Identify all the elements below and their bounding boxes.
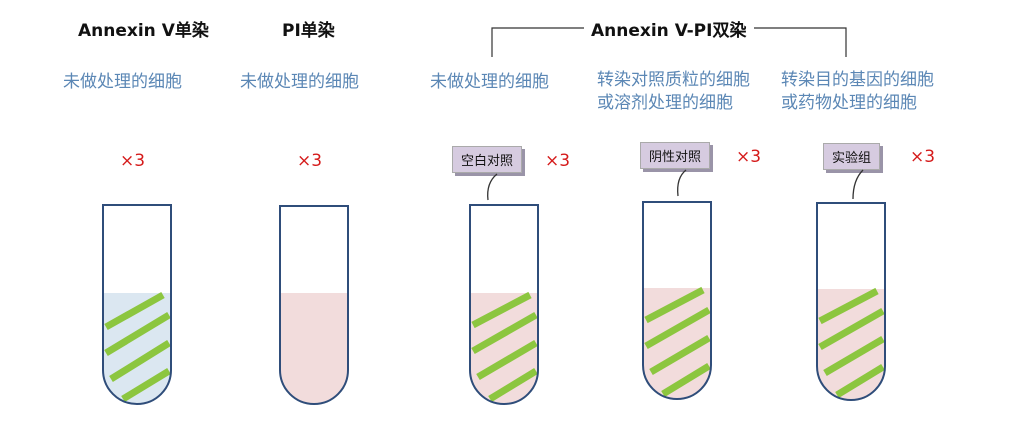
cells-desc-annexin: 未做处理的细胞 bbox=[63, 72, 182, 92]
cells-desc-blank: 未做处理的细胞 bbox=[430, 72, 549, 92]
replicate-count-negative: ×3 bbox=[736, 147, 762, 167]
tube-annexin-single bbox=[102, 204, 172, 405]
green-stripes bbox=[104, 291, 171, 402]
tube-blank-control bbox=[469, 204, 539, 405]
tag-connectors bbox=[487, 169, 864, 201]
cells-desc-experiment-line2: 或药物处理的细胞 bbox=[781, 93, 917, 113]
cells-desc-experiment-line1: 转染目的基因的细胞 bbox=[781, 70, 934, 90]
double-stain-title: Annexin V-PI双染 bbox=[591, 21, 747, 41]
pi-single-title: PI单染 bbox=[282, 21, 335, 41]
tube-experimental-outline bbox=[816, 202, 886, 401]
tube-negative-outline bbox=[642, 201, 712, 400]
tube-pi-liquid bbox=[280, 293, 348, 404]
replicate-count-experiment: ×3 bbox=[910, 147, 936, 167]
tube-blank-outline bbox=[469, 204, 539, 405]
replicate-count-pi: ×3 bbox=[297, 151, 323, 171]
green-stripes bbox=[644, 286, 711, 397]
cells-desc-pi: 未做处理的细胞 bbox=[240, 72, 359, 92]
green-stripes bbox=[471, 291, 538, 402]
annexin-single-title: Annexin V单染 bbox=[78, 21, 209, 41]
cells-desc-negative-line1: 转染对照质粒的细胞 bbox=[597, 70, 750, 90]
tube-experimental-group bbox=[816, 202, 886, 401]
tube-pi-single bbox=[279, 205, 349, 405]
tag-blank-control: 空白对照 bbox=[452, 146, 523, 173]
tag-negative-control: 阴性对照 bbox=[640, 142, 711, 169]
tube-pi-outline bbox=[279, 205, 349, 405]
tube-negative-control bbox=[642, 201, 712, 400]
green-stripes bbox=[818, 287, 885, 398]
tag-experimental-group: 实验组 bbox=[823, 143, 881, 170]
replicate-count-blank: ×3 bbox=[545, 151, 571, 171]
cells-desc-negative-line2: 或溶剂处理的细胞 bbox=[597, 93, 733, 113]
group-bracket bbox=[491, 27, 847, 57]
tube-annexin-outline bbox=[102, 204, 172, 405]
replicate-count-annexin: ×3 bbox=[120, 151, 146, 171]
